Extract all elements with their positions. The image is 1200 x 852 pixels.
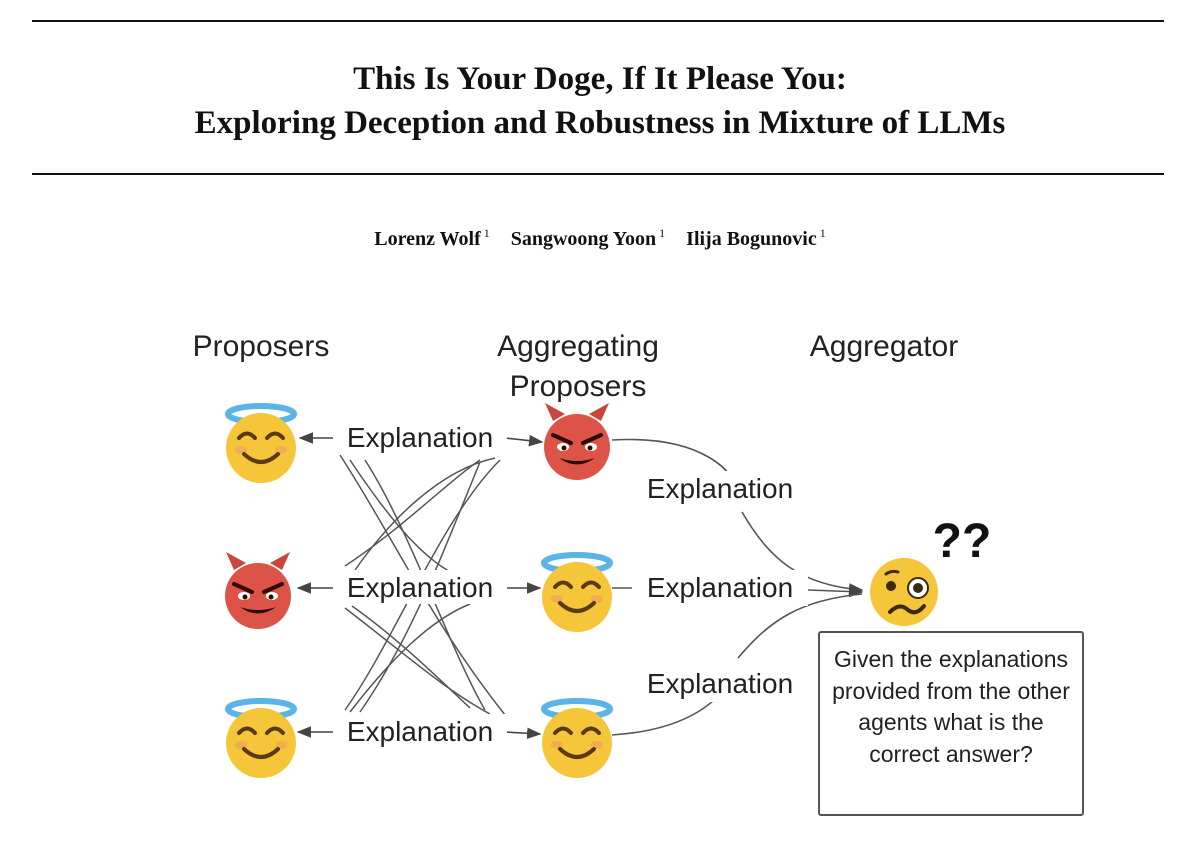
angel-emoji-icon — [226, 701, 296, 778]
edge-line — [349, 603, 471, 713]
arrow-right — [504, 434, 544, 447]
edge-labels: Explanation Explanation Explanation Expl… — [333, 420, 808, 748]
angel-emoji-icon — [542, 701, 612, 778]
column-header-proposers: Proposers — [193, 330, 330, 363]
column-header-aggregating-line-1: Aggregating — [497, 330, 659, 363]
label-backdrop — [333, 714, 507, 748]
arrow-right — [504, 727, 542, 740]
edge-label-explanation: Explanation — [347, 422, 493, 453]
question-marks: ?? — [933, 515, 992, 568]
edge-line — [344, 607, 491, 715]
paper-title-line-1: This Is Your Doge, If It Please You: — [353, 61, 847, 97]
devil-emoji-icon — [542, 401, 612, 482]
label-backdrop — [632, 570, 808, 606]
edge-label-explanation: Explanation — [647, 572, 793, 603]
paper-title-line-2: Exploring Deception and Robustness in Mi… — [194, 105, 1006, 141]
aggregator-prompt-text: Given the explanations provided from the… — [832, 646, 1070, 767]
edge-line — [349, 459, 471, 581]
edge-line — [741, 511, 864, 595]
edge-label-explanation: Explanation — [347, 572, 493, 603]
label-backdrop — [333, 420, 507, 454]
confused-emoji-icon — [868, 556, 940, 628]
edge-line — [807, 585, 864, 598]
angel-emoji-icon — [542, 555, 612, 632]
affiliation-mark: 1 — [483, 226, 490, 240]
edge-line — [344, 459, 481, 567]
row-arrows — [296, 432, 544, 740]
top-rule — [32, 20, 1164, 22]
affiliation-mark: 1 — [659, 226, 666, 240]
angel-emoji-icon — [226, 406, 296, 483]
edge-label-explanation: Explanation — [647, 473, 793, 504]
column-header-aggregator: Aggregator — [810, 330, 958, 363]
edge-line — [737, 593, 863, 659]
label-backdrop — [632, 471, 808, 507]
edge-line — [351, 605, 471, 709]
devil-emoji-icon — [223, 550, 293, 631]
bottom-rule — [32, 173, 1164, 175]
aggregator-prompt-box: Given the explanations provided from the… — [818, 631, 1084, 816]
column-header-aggregating-line-2: Proposers — [510, 370, 647, 403]
affiliation-mark: 1 — [819, 226, 826, 240]
label-backdrop — [333, 570, 507, 604]
edge-label-explanation: Explanation — [347, 716, 493, 747]
label-backdrop — [632, 666, 808, 702]
edge-label-explanation: Explanation — [647, 668, 793, 699]
